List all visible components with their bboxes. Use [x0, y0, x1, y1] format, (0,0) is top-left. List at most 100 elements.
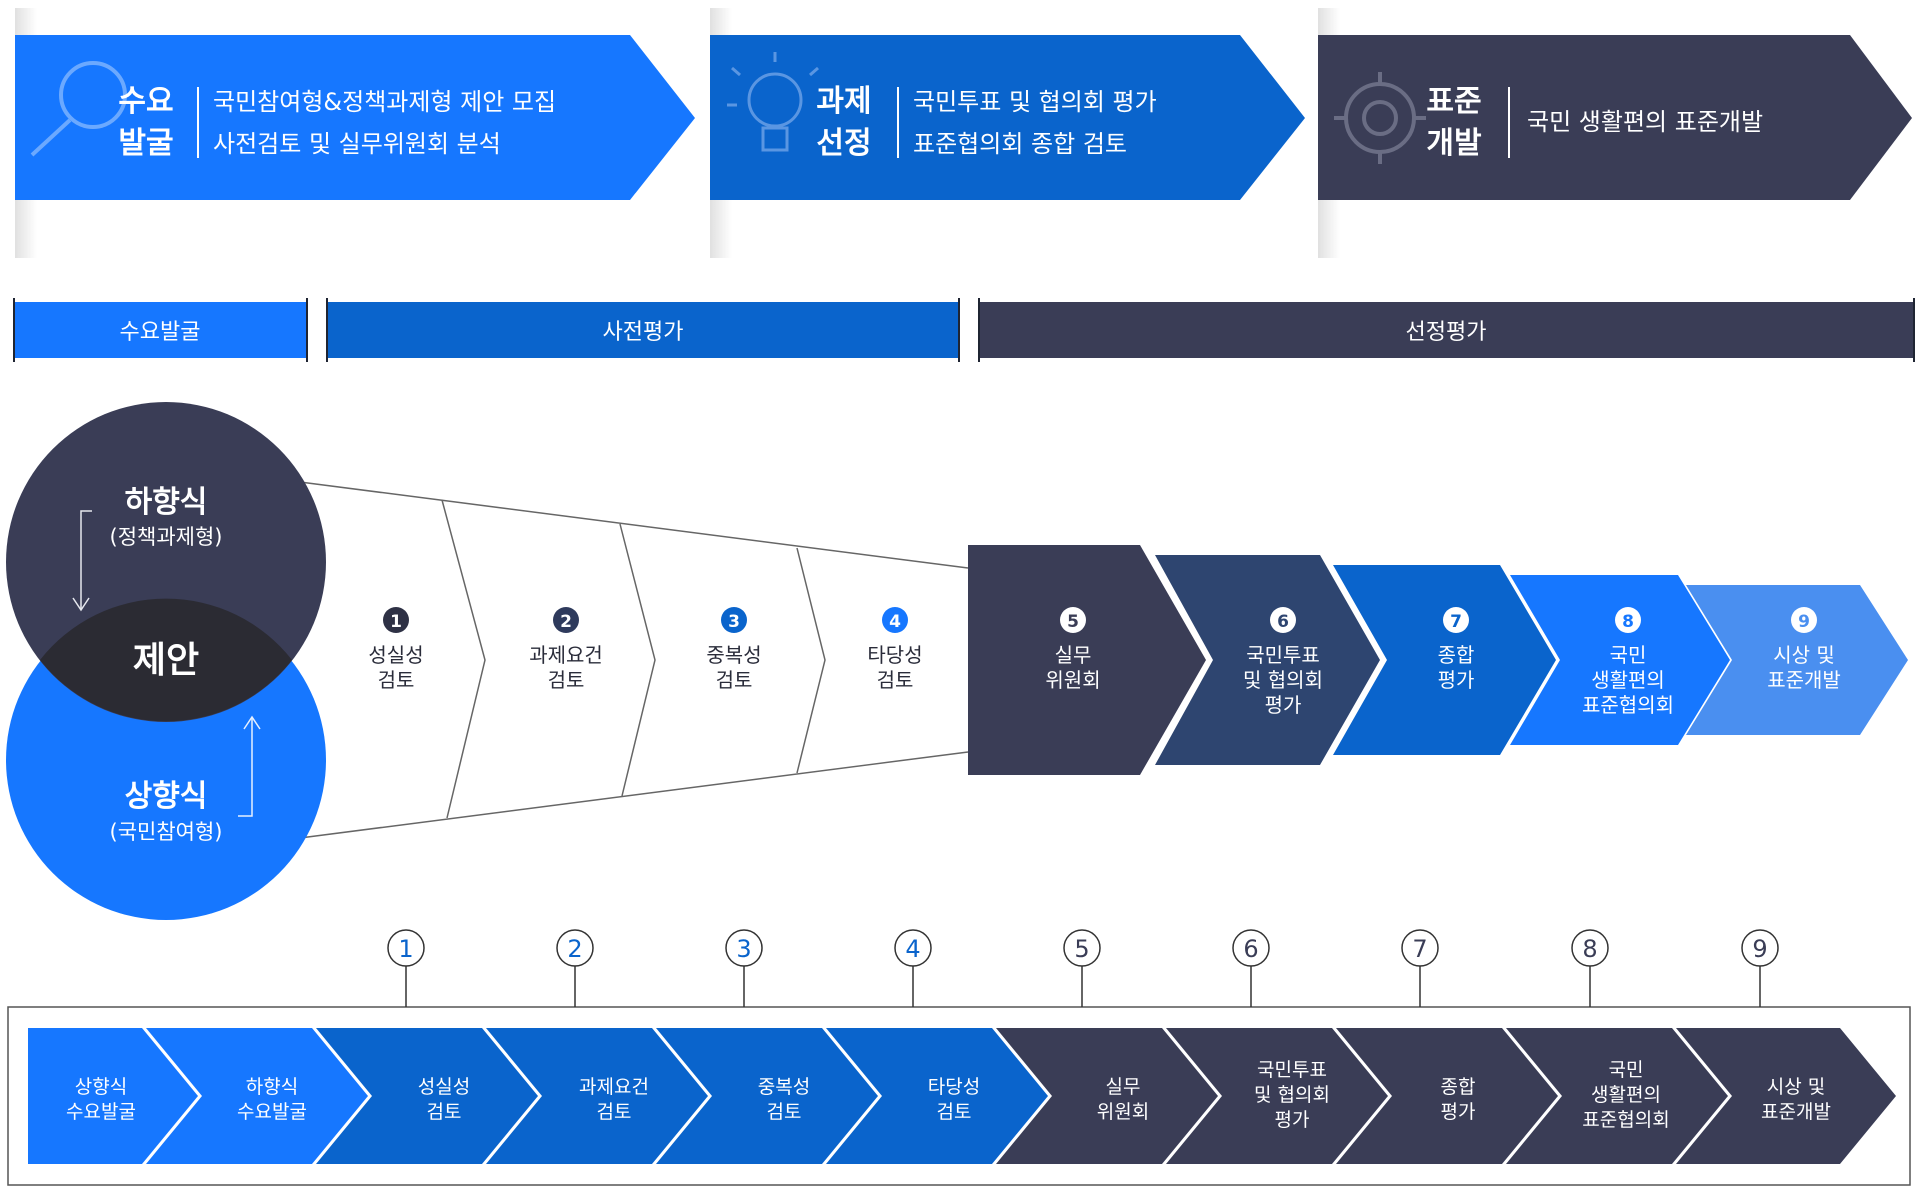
marker-number: 4: [905, 935, 920, 963]
chevron-label-line2: 평가: [1441, 1101, 1476, 1123]
venn-center: 제안: [133, 640, 199, 681]
marker-number: 9: [1752, 935, 1767, 963]
step-number-badge: [553, 607, 579, 633]
step-label-line2: 검토: [877, 668, 914, 692]
magnifier-icon: [30, 61, 127, 157]
bottom-chevron-7: 실무 위원회: [996, 1028, 1218, 1164]
arrow-step-8: 8 국민 생활편의 표준협의회: [1510, 575, 1730, 745]
banner-desc-line1: 국민투표 및 협의회 평가: [913, 88, 1157, 116]
banner-desc-line2: 표준협의회 종합 검토: [913, 130, 1127, 158]
chevron-label-line1: 상향식: [75, 1076, 127, 1098]
bottom-process-frame: [7, 1006, 1911, 1186]
banner-title-line2: 개발: [1426, 126, 1482, 161]
step-label-line1: 과제요건: [529, 643, 603, 667]
phase-bar-demand: 수요발굴: [13, 298, 308, 362]
step-number-badge: [1615, 607, 1641, 633]
top-banner-development: 표준 개발 국민 생활편의 표준개발: [1318, 8, 1912, 258]
step-number: 1: [390, 612, 402, 632]
banner-title-line2: 발굴: [118, 126, 173, 161]
bottom-chevron-9: 종합 평가: [1336, 1028, 1558, 1164]
phase-bar-pre-evaluation: 사전평가: [326, 298, 960, 362]
step-label-line2: 위원회: [1045, 668, 1100, 692]
bottom-chevron-2: 하향식 수요발굴: [146, 1028, 368, 1164]
marker-number: 1: [398, 935, 413, 963]
funnel-step-4: 4 타당성 검토: [867, 607, 923, 692]
phase-bar-label: 선정평가: [1406, 320, 1487, 345]
step-label-line3: 표준협의회: [1582, 693, 1674, 717]
bottom-chevron-5: 중복성 검토: [656, 1028, 878, 1164]
step-number: 8: [1622, 612, 1634, 632]
bottom-marker-9: [1741, 929, 1779, 1007]
bottom-markers: [387, 929, 1779, 1007]
venn-bottom-title: 상향식: [125, 779, 208, 814]
bottom-marker-3: [725, 929, 763, 1007]
bottom-chevron-6: 타당성 검토: [826, 1028, 1048, 1164]
step-number-badge: [383, 607, 409, 633]
phase-bar-selection: 선정평가: [978, 298, 1915, 362]
bottom-marker-4: [894, 929, 932, 1007]
step-number: 5: [1067, 612, 1079, 632]
step-number-badge: [721, 607, 747, 633]
funnel-step-1: 1 성실성 검토: [368, 607, 424, 692]
step-label-line1: 시상 및: [1773, 643, 1835, 667]
arrow-step-7: 7 종합 평가: [1333, 565, 1556, 755]
banner-desc: 국민 생활편의 표준개발: [1527, 108, 1763, 136]
banner-title-line2: 선정: [816, 126, 871, 161]
marker-number: 6: [1243, 935, 1258, 963]
chevron-label-line1: 타당성: [928, 1076, 980, 1098]
chevron-label-line2: 생활편의: [1591, 1084, 1661, 1106]
bottom-chevron-8: 국민투표 및 협의회 평가: [1166, 1028, 1388, 1164]
chevron-label-line2: 수요발굴: [237, 1101, 307, 1123]
step-label-line1: 타당성: [867, 643, 922, 667]
venn-diagram: 하향식 (정책과제형) 제안 상향식 (국민참여형): [6, 402, 326, 920]
marker-number: 3: [736, 935, 751, 963]
lightbulb-icon: [727, 52, 819, 152]
arrow-step-6: 6 국민투표 및 협의회 평가: [1155, 555, 1380, 765]
step-number: 7: [1450, 612, 1462, 632]
funnel-step-3: 3 중복성 검토: [706, 607, 762, 692]
bottom-marker-numbers: 1 2 3 4 5 6 7 8 9: [398, 935, 1767, 963]
marker-number: 8: [1582, 935, 1597, 963]
step-label-line2: 검토: [548, 668, 585, 692]
step-label-line2: 검토: [716, 668, 753, 692]
bottom-marker-2: [556, 929, 594, 1007]
step-label-line1: 종합: [1438, 643, 1475, 667]
step-number-badge: [1270, 607, 1296, 633]
top-banner-demand: 수요 발굴 국민참여형&정책과제형 제안 모집 사전검토 및 실무위원회 분석: [15, 8, 695, 258]
arrow-step-5: 5 실무 위원회: [968, 545, 1206, 775]
top-banner-selection: 과제 선정 국민투표 및 협의회 평가 표준협의회 종합 검토: [710, 8, 1305, 258]
step-number-badge: [1060, 607, 1086, 633]
step-number-badge: [1791, 607, 1817, 633]
chevron-label-line2: 및 협의회: [1254, 1084, 1330, 1106]
step-label-line2: 생활편의: [1591, 668, 1665, 692]
step-label-line2: 검토: [378, 668, 415, 692]
banner-desc-line2: 사전검토 및 실무위원회 분석: [213, 130, 501, 158]
bottom-chevron-11: 시상 및 표준개발: [1676, 1028, 1896, 1164]
step-label-line2: 평가: [1438, 668, 1475, 692]
chevron-label-line1: 종합: [1441, 1076, 1476, 1098]
chevron-label-line1: 하향식: [246, 1076, 298, 1098]
chevron-label-line2: 수요발굴: [66, 1101, 136, 1123]
marker-number: 7: [1412, 935, 1427, 963]
step-label-line1: 성실성: [368, 643, 423, 667]
venn-top-sub: (정책과제형): [110, 525, 223, 549]
chevron-label-line1: 시상 및: [1767, 1076, 1825, 1098]
step-number: 6: [1277, 612, 1289, 632]
banner-title-line1: 수요: [118, 84, 173, 119]
phase-bar-label: 사전평가: [603, 320, 684, 345]
step-number: 3: [728, 612, 740, 632]
chevron-label-line2: 검토: [767, 1101, 802, 1123]
chevron-label-line1: 중복성: [758, 1076, 810, 1098]
gear-icon: [1334, 72, 1426, 164]
phase-bar-label: 수요발굴: [120, 320, 201, 345]
step-label-line1: 실무: [1055, 643, 1092, 667]
marker-number: 5: [1074, 935, 1089, 963]
funnel-step-2: 2 과제요건 검토: [529, 607, 603, 692]
venn-top-title: 하향식: [125, 485, 208, 520]
step-label-line3: 평가: [1265, 693, 1302, 717]
venn-bottom-sub: (국민참여형): [110, 820, 223, 844]
step-number-badge: [882, 607, 908, 633]
step-number: 9: [1798, 612, 1810, 632]
funnel: [299, 481, 969, 839]
